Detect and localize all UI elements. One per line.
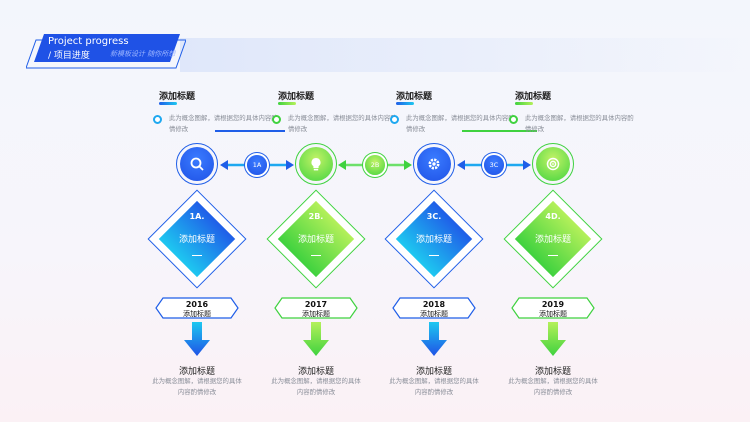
bullet-dot [509,115,518,124]
arrow-down-icon [184,322,210,356]
bullet-dot [390,115,399,124]
gear-icon [417,147,451,181]
header-title: Project progress [48,36,129,47]
column-title: 添加标题 [159,92,196,102]
connector-badge: 2B [365,155,385,175]
diamond-card-2: 2B. 添加标题 [266,189,366,289]
column-desc: 此为概念图解，请根据您的具体内容酌情修改 [288,114,397,133]
arrow-down-icon [540,322,566,356]
column-desc: 此为概念图解，请根据您的具体内容酌情修改 [406,114,515,133]
year-label-4: 2019 添加标题 [511,297,595,319]
column-title: 添加标题 [396,92,433,102]
header-hint: 新模板设计 随你所想 [110,50,176,58]
bottom-desc: 此为概念图解，请根据您的具体内容酌情修改 [389,377,479,396]
diamond-title: 添加标题 [415,235,452,245]
diamond-dash [548,255,558,256]
year-label-1: 2016 添加标题 [155,297,239,319]
icon-ring [295,143,337,185]
title-bar [515,102,533,105]
icon-ring [413,143,455,185]
icon-ring [176,143,218,185]
icon-ring [532,143,574,185]
column-desc: 此为概念图解，请根据您的具体内容酌情修改 [169,114,278,133]
lightbulb-icon [299,147,333,181]
target-icon [536,147,570,181]
diamond-title: 添加标题 [534,235,571,245]
column-title: 添加标题 [278,92,315,102]
title-bar [278,102,296,105]
title-bar [396,102,414,105]
year-label-2: 2017 添加标题 [274,297,358,319]
step-number: 2B. [308,212,324,221]
bottom-desc: 此为概念图解，请根据您的具体内容酌情修改 [508,377,598,396]
step-number: 4D. [545,212,561,221]
bottom-title: 添加标题 [415,367,452,377]
column-desc: 此为概念图解，请根据您的具体内容酌情修改 [525,114,634,133]
connector-badge: 3C [484,155,504,175]
bottom-desc: 此为概念图解，请根据您的具体内容酌情修改 [152,377,242,396]
column-title: 添加标题 [515,92,552,102]
diamond-title: 添加标题 [297,235,334,245]
diamond-dash [311,255,321,256]
header-band [180,38,750,72]
arrow-down-icon [421,322,447,356]
diamond-title: 添加标题 [178,235,215,245]
bullet-dot [153,115,162,124]
bottom-title: 添加标题 [534,367,571,377]
bottom-title: 添加标题 [178,367,215,377]
bottom-desc: 此为概念图解，请根据您的具体内容酌情修改 [271,377,361,396]
arrow-down-icon [303,322,329,356]
title-bar [159,102,177,105]
diamond-card-4: 4D. 添加标题 [503,189,603,289]
bullet-dot [272,115,281,124]
diamond-dash [429,255,439,256]
connector-badge: 1A [247,155,267,175]
diamond-card-3: 3C. 添加标题 [384,189,484,289]
diamond-card-1: 1A. 添加标题 [147,189,247,289]
search-icon [180,147,214,181]
under-line [215,130,285,132]
header-shape [26,34,186,69]
step-number: 1A. [189,212,205,221]
under-line [462,130,537,132]
header-subtitle: / 项目进度 [48,51,90,61]
bottom-title: 添加标题 [297,367,334,377]
diamond-dash [192,255,202,256]
year-label-3: 2018 添加标题 [392,297,476,319]
step-number: 3C. [426,212,442,221]
